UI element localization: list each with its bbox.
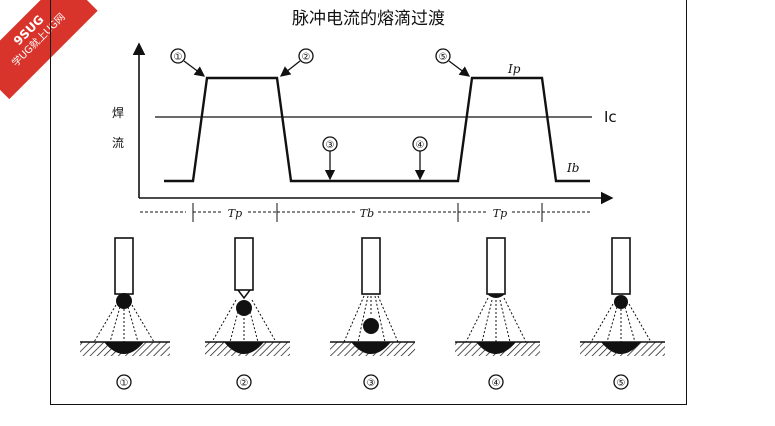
ip-label: Ip [507,62,521,76]
graph-marker-4: ④ [412,136,428,181]
graph-marker-1-text: ① [174,52,183,63]
stage-5-illustration [580,237,665,356]
stage-label-5: ⑤ [617,378,626,389]
graph-marker-3-text: ③ [326,140,335,151]
graph-marker-3: ③ [322,136,338,181]
ib-label: Ib [566,161,579,175]
graph-marker-2-text: ② [302,52,311,63]
interval-tp-2: Tp [493,207,507,220]
stage-1-illustration [80,237,170,356]
stage-3-illustration [330,237,415,356]
graph-marker-5-text: ⑤ [439,52,448,63]
stage-2-illustration [205,237,290,356]
stage-label-3: ③ [367,378,376,389]
pulse-waveform [164,76,590,183]
ic-label: Ic [604,108,617,126]
graph-marker-2: ② [279,48,314,77]
figure-frame: 脉冲电流的熔滴过渡 [50,0,687,405]
interval-dimensions [140,203,590,222]
graph-marker-5: ⑤ [435,48,471,77]
interval-tp-1: Tp [228,207,242,220]
stage-label-2: ② [240,378,249,389]
graph-marker-4-text: ④ [416,140,425,151]
stage-label-4: ④ [492,378,501,389]
stage-4-illustration [455,237,540,356]
y-label-top: 焊 [112,105,124,120]
interval-tb: Tb [360,207,374,220]
stage-labels: ① ② ③ ④ ⑤ [116,374,629,390]
stage-label-1: ① [120,378,129,389]
graph-marker-1: ① [170,48,206,77]
figure-title: 脉冲电流的熔滴过渡 [292,9,445,29]
y-label-bottom: 流 [112,136,124,150]
